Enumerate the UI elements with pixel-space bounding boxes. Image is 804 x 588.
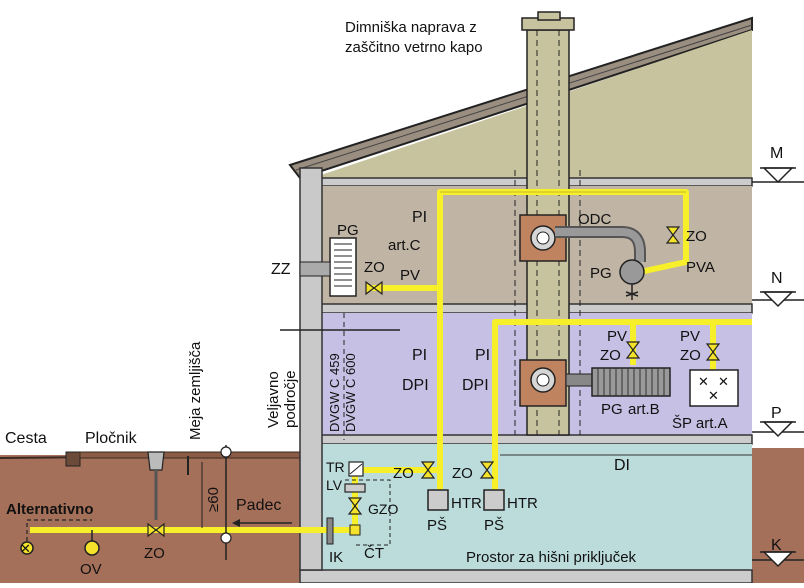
pv-left-label: PV (607, 328, 627, 345)
zo-htr2-label: ZO (452, 465, 473, 482)
level-marker-m: M (752, 145, 804, 183)
basement-room (299, 444, 753, 584)
zo-left-label: ZO (600, 347, 621, 364)
gzo-label: GZO (368, 501, 398, 517)
outer-wall (299, 167, 323, 571)
wall-heater-art-c (299, 237, 357, 297)
stove-art-a: ✕ ✕ ✕ (689, 369, 739, 407)
odc-appliance (519, 214, 646, 300)
pv-heater-label: PV (400, 267, 420, 284)
tr-label: TR (326, 459, 345, 475)
odc-label: ODC (578, 211, 612, 228)
service-room-label: Prostor za hišni priključek (466, 549, 637, 566)
validity-label-2: področje (282, 370, 299, 428)
level-n-label: N (771, 270, 783, 287)
level-k-label: K (771, 537, 782, 554)
htr2-label: HTR (507, 495, 538, 512)
street-soil (0, 454, 301, 583)
level-marker-n: N (752, 270, 804, 307)
ov-valve (84, 530, 100, 556)
htr1-regulator (427, 489, 449, 511)
chimney-caption-line-2: zaščitno vetrno kapo (345, 39, 483, 56)
dpi-2-label: DPI (462, 377, 489, 394)
dvgw-600-label: DVGW C 600 (343, 353, 358, 432)
level-p-label: P (771, 405, 782, 422)
level-m-label: M (770, 145, 783, 162)
ps1-label: PŠ (427, 517, 447, 534)
min-depth-label: ≥60 (205, 487, 222, 512)
pg-heater-label: PG (337, 222, 359, 239)
pg-art-b-appliance (519, 359, 671, 407)
pi-middle-1-label: PI (412, 347, 427, 364)
slope-label: Padec (236, 497, 281, 514)
zz-label: ZZ (271, 261, 291, 278)
pv-right-label: PV (680, 328, 700, 345)
zo-right-label: ZO (680, 347, 701, 364)
zo-heater-label: ZO (364, 259, 385, 276)
property-boundary (187, 445, 232, 560)
alternative-label: Alternativno (6, 501, 94, 518)
lv-label: LV (326, 477, 343, 493)
ov-label: OV (80, 561, 102, 578)
pg-art-b-label: PG (601, 401, 623, 418)
validity-label-1: Veljavno (265, 371, 282, 428)
ct-label: ČT (364, 545, 384, 562)
htr1-label: HTR (451, 495, 482, 512)
property-line-label: Meja zemljišča (187, 341, 204, 440)
street-label: Cesta (5, 430, 47, 447)
htr2-regulator (483, 489, 505, 511)
dpi-1-label: DPI (402, 377, 429, 394)
slope-arrow (232, 519, 292, 527)
dvgw-459-label: DVGW C 459 (327, 353, 342, 432)
chimney-caption-line-1: Dimniška naprava z (345, 19, 477, 36)
zo-htr1-label: ZO (393, 465, 414, 482)
level-marker-k: K (752, 537, 804, 567)
svg-text:✕: ✕ (708, 388, 719, 403)
svg-text:✕: ✕ (698, 374, 709, 389)
level-marker-p: P (752, 405, 804, 437)
di-label: DI (614, 457, 630, 474)
stove-art-a-label: ŠP art.A (672, 415, 728, 432)
svg-text:✕: ✕ (20, 541, 31, 556)
pg-odc-label: PG (590, 265, 612, 282)
pva-label: PVA (686, 259, 715, 276)
attic-pi-label: PI (412, 209, 427, 226)
sidewalk-label: Pločnik (85, 430, 138, 447)
zo-odc-label: ZO (686, 228, 707, 245)
street-valve (147, 451, 165, 537)
service-entry (326, 461, 391, 546)
ps2-label: PŠ (484, 517, 504, 534)
zo-street-label: ZO (144, 545, 165, 562)
alternative-connection: ✕ (20, 519, 92, 556)
pi-middle-2-label: PI (475, 347, 490, 364)
ik-label: IK (329, 549, 343, 566)
art-c-label: art.C (388, 237, 421, 254)
art-b-label: art.B (628, 401, 660, 418)
svg-text:✕: ✕ (718, 374, 729, 389)
